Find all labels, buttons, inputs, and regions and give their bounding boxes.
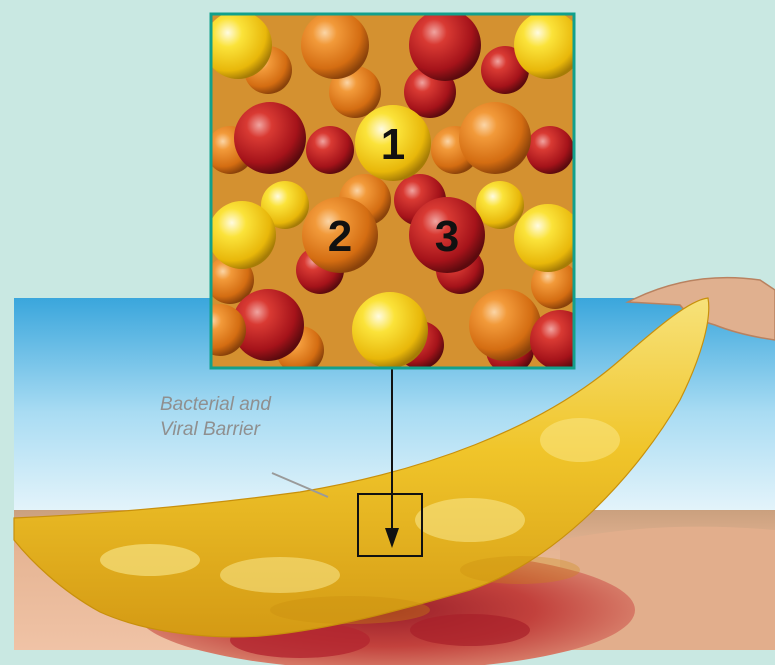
molecule-sphere-back bbox=[476, 181, 524, 229]
molecule-sphere-back bbox=[306, 126, 354, 174]
molecule-sphere bbox=[204, 11, 272, 79]
molecule-sphere bbox=[352, 292, 428, 368]
molecule-sphere bbox=[208, 201, 276, 269]
molecule-sphere bbox=[514, 204, 582, 272]
barrier-caption-line-1: Bacterial and bbox=[160, 392, 271, 417]
molecule-sphere bbox=[301, 11, 369, 79]
molecule-sphere bbox=[409, 9, 481, 81]
particle-2-label: 2 bbox=[328, 212, 352, 261]
barrier-caption: Bacterial and Viral Barrier bbox=[160, 392, 271, 442]
wound-spot bbox=[410, 614, 530, 646]
molecule-sphere bbox=[469, 289, 541, 361]
molecule-sphere bbox=[514, 11, 582, 79]
molecule-sphere bbox=[459, 102, 531, 174]
molecule-sphere-back bbox=[526, 126, 574, 174]
particle-3-label: 3 bbox=[435, 212, 459, 261]
barrier-caption-line-2: Viral Barrier bbox=[160, 417, 271, 442]
molecule-sphere bbox=[234, 102, 306, 174]
molecule-closeup: 12 3 bbox=[194, 9, 590, 374]
particle-1-label: 1 bbox=[381, 120, 405, 169]
